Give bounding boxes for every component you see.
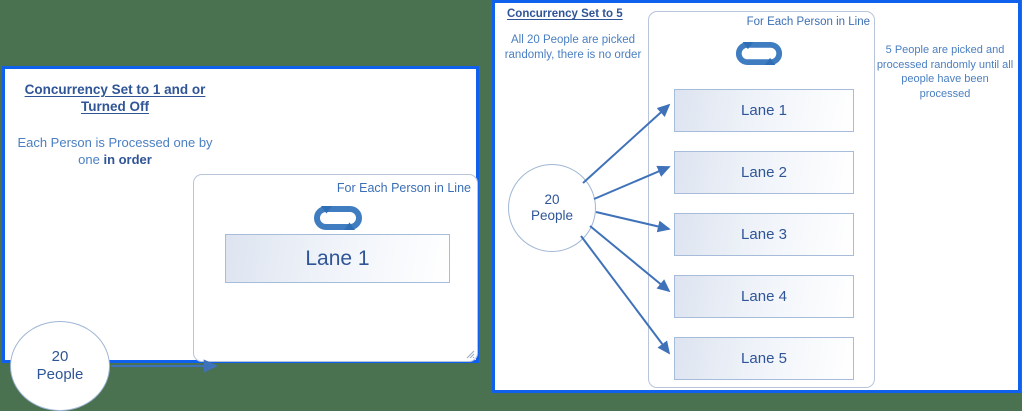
resize-handle-icon[interactable] bbox=[466, 350, 475, 359]
lane-box[interactable]: Lane 4 bbox=[674, 275, 854, 318]
right-panel-note: 5 People are picked and processed random… bbox=[876, 44, 1014, 101]
lane-box[interactable]: Lane 1 bbox=[225, 234, 450, 283]
source-count: 20 bbox=[544, 191, 560, 207]
left-panel-description: Each Person is Processed one by one in o… bbox=[11, 134, 219, 169]
left-loop-container: For Each Person in Line Lane 1 bbox=[193, 174, 478, 362]
right-panel-description: All 20 People are picked randomly, there… bbox=[504, 34, 642, 62]
source-circle: 20 People bbox=[508, 164, 596, 252]
right-loop-label: For Each Person in Line bbox=[746, 16, 870, 28]
lane-box[interactable]: Lane 5 bbox=[674, 337, 854, 380]
lane-box[interactable]: Lane 3 bbox=[674, 213, 854, 256]
left-panel-title: Concurrency Set to 1 and or Turned Off bbox=[24, 82, 206, 115]
loop-icon bbox=[734, 40, 784, 72]
lane-label: Lane 5 bbox=[741, 350, 787, 367]
left-panel-description-prefix: Each Person is Processed one by one bbox=[17, 135, 213, 168]
lane-label: Lane 3 bbox=[741, 226, 787, 243]
lane-label: Lane 4 bbox=[741, 288, 787, 305]
source-unit: People bbox=[530, 208, 574, 223]
lane-box[interactable]: Lane 2 bbox=[674, 151, 854, 194]
lane-label: Lane 2 bbox=[741, 164, 787, 181]
left-loop-label: For Each Person in Line bbox=[336, 181, 471, 195]
left-panel: Concurrency Set to 1 and or Turned Off E… bbox=[2, 66, 479, 411]
lane-label: Lane 1 bbox=[741, 102, 787, 119]
left-panel-description-emphasis: in order bbox=[103, 152, 152, 168]
right-panel: Concurrency Set to 5 All 20 People are p… bbox=[492, 0, 1021, 393]
lane-box[interactable]: Lane 1 bbox=[674, 89, 854, 132]
right-loop-container: For Each Person in Line Lane 1 Lane 2 La… bbox=[648, 11, 875, 388]
source-circle: 20 People bbox=[10, 321, 110, 411]
source-count: 20 bbox=[51, 347, 69, 365]
loop-icon bbox=[312, 204, 364, 237]
source-unit: People bbox=[36, 366, 84, 383]
lane-label: Lane 1 bbox=[305, 246, 370, 270]
right-panel-title: Concurrency Set to 5 bbox=[507, 8, 623, 20]
